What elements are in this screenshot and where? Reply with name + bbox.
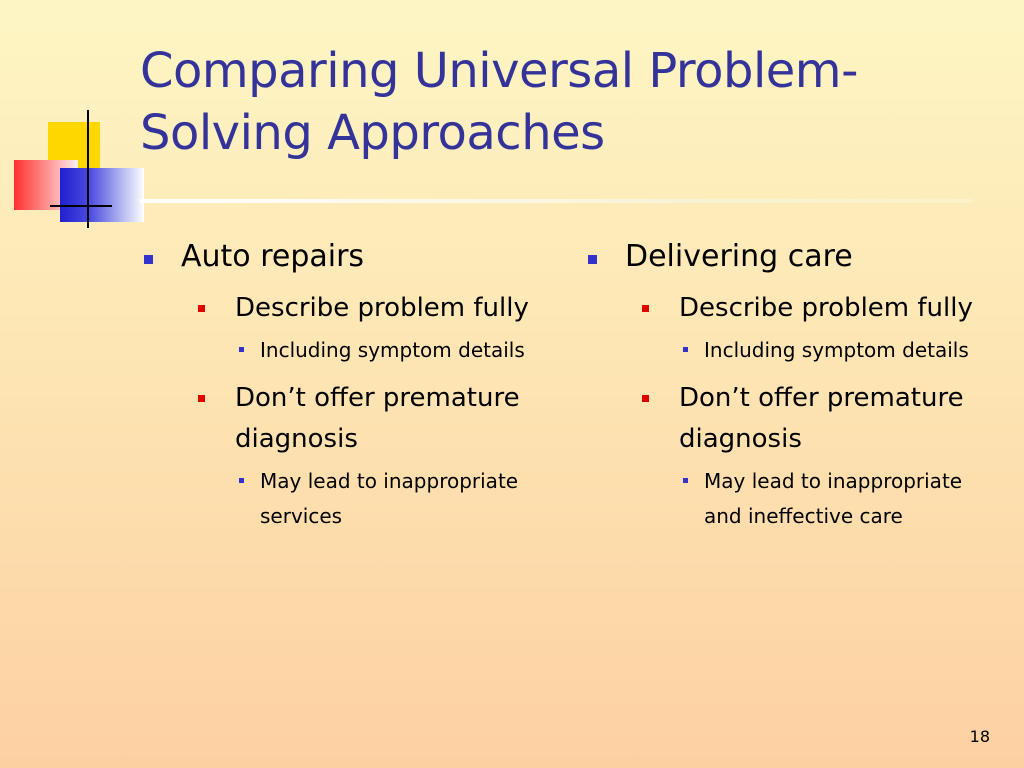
column-auto-repairs: Auto repairs Describe problem fully Incl… bbox=[144, 236, 564, 534]
square-bullet-icon bbox=[144, 255, 153, 264]
column-heading: Auto repairs bbox=[181, 239, 365, 274]
sub-item-text: Including symptom details bbox=[260, 338, 525, 362]
square-bullet-icon bbox=[239, 347, 244, 352]
square-bullet-icon bbox=[642, 305, 649, 312]
square-bullet-icon bbox=[683, 478, 688, 483]
level3-item: Including symptom details bbox=[679, 333, 994, 368]
square-bullet-icon bbox=[198, 305, 205, 312]
level3-item: May lead to inappropriate services bbox=[235, 464, 550, 534]
square-bullet-icon bbox=[588, 255, 597, 264]
vertical-line-decoration bbox=[87, 110, 89, 228]
level1-item: Delivering care bbox=[588, 236, 1008, 278]
level2-item: Describe problem fully bbox=[190, 288, 535, 329]
sub-item-text: Including symptom details bbox=[704, 338, 969, 362]
level3-item: May lead to inappropriate and ineffectiv… bbox=[679, 464, 994, 534]
horizontal-line-decoration bbox=[50, 205, 112, 207]
column-delivering-care: Delivering care Describe problem fully I… bbox=[588, 236, 1008, 534]
sub-item-text: May lead to inappropriate services bbox=[260, 469, 519, 528]
level2-item: Don’t offer premature diagnosis bbox=[190, 378, 535, 460]
level3-item: Including symptom details bbox=[235, 333, 550, 368]
sub-item-text: May lead to inappropriate and ineffectiv… bbox=[704, 469, 963, 528]
square-bullet-icon bbox=[239, 478, 244, 483]
item-text: Describe problem fully bbox=[679, 293, 973, 323]
item-text: Don’t offer premature diagnosis bbox=[679, 383, 964, 454]
slide-title: Comparing Universal Problem-Solving Appr… bbox=[140, 43, 858, 161]
item-text: Don’t offer premature diagnosis bbox=[235, 383, 520, 454]
square-bullet-icon bbox=[642, 395, 649, 402]
level1-item: Auto repairs bbox=[144, 236, 564, 278]
column-heading: Delivering care bbox=[625, 239, 853, 274]
title-underline bbox=[140, 199, 972, 203]
level2-item: Describe problem fully bbox=[634, 288, 979, 329]
item-text: Describe problem fully bbox=[235, 293, 529, 323]
level2-item: Don’t offer premature diagnosis bbox=[634, 378, 979, 460]
page-number: 18 bbox=[969, 727, 990, 746]
square-bullet-icon bbox=[198, 395, 205, 402]
blue-square-decoration bbox=[60, 168, 144, 222]
square-bullet-icon bbox=[683, 347, 688, 352]
